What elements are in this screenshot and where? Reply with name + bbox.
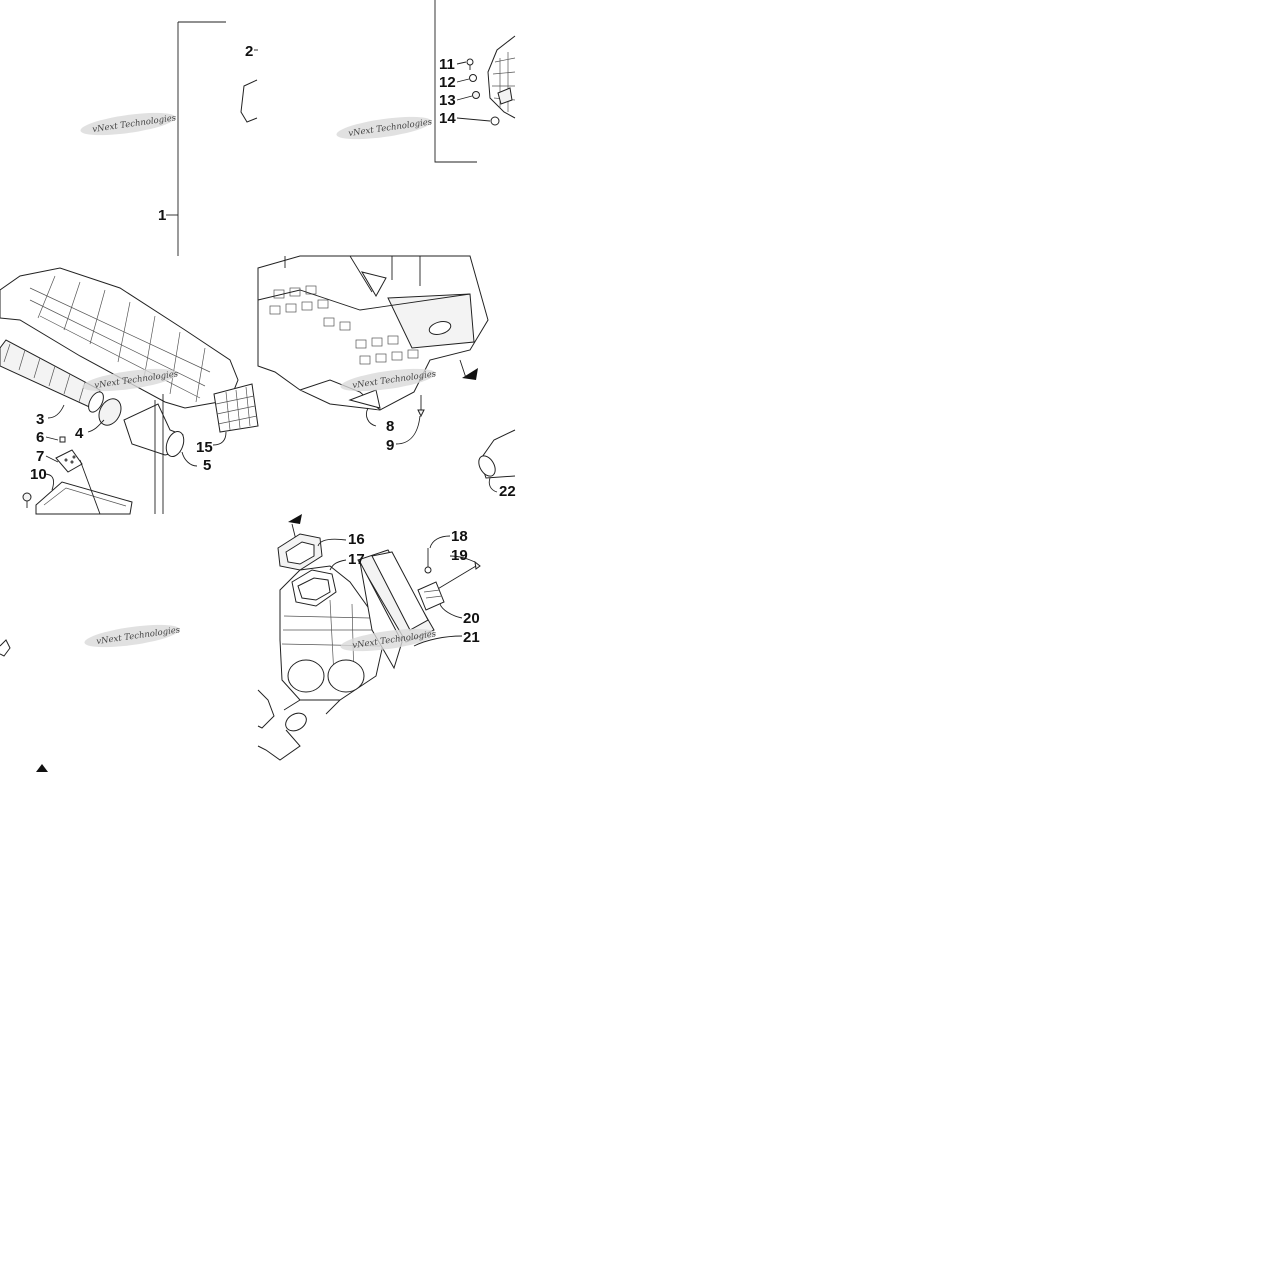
nut-14: [490, 116, 500, 126]
callout-18: 18: [451, 528, 468, 545]
clip-6: [59, 436, 66, 443]
callout-9: 9: [386, 437, 394, 454]
fastener-19: [474, 560, 481, 570]
callout-16: 16: [348, 531, 365, 548]
callout-10: 10: [30, 466, 47, 483]
callout-15: 15: [196, 439, 213, 456]
callout-6: 6: [36, 429, 44, 446]
callout-19: 19: [451, 547, 468, 564]
airbox-assembly: [257, 514, 481, 761]
fastener-18: [424, 548, 432, 574]
callout-labels: 1 2 3 4 5 6 7 8 9 10 11 12 13 14 15 16 1…: [30, 43, 516, 646]
callout-7: 7: [36, 448, 44, 465]
callout-22: 22: [499, 483, 516, 500]
callout-3: 3: [36, 411, 44, 428]
intake-assembly: [0, 267, 259, 515]
watermark: vNext Technologies: [84, 624, 181, 648]
bracket-7: [55, 449, 83, 473]
bottom-left-panel: [0, 639, 48, 772]
watermark: vNext Technologies: [80, 112, 177, 136]
washer-12: [469, 74, 477, 82]
callout-21: 21: [463, 629, 480, 646]
skid-plate-assembly: [257, 255, 516, 493]
top-panel: [166, 0, 516, 256]
bolt-10: [22, 492, 32, 508]
callout-12: 12: [439, 74, 456, 91]
callout-4: 4: [75, 425, 84, 442]
callout-5: 5: [203, 457, 211, 474]
callout-8: 8: [386, 418, 394, 435]
callout-20: 20: [463, 610, 480, 627]
callout-11: 11: [439, 56, 455, 73]
callout-2: 2: [245, 43, 253, 60]
callout-17: 17: [348, 551, 365, 568]
bracket-20: [417, 581, 445, 611]
clamp-4: [98, 398, 122, 426]
callout-14: 14: [439, 110, 456, 127]
callout-13: 13: [439, 92, 456, 109]
fastener-9: [417, 409, 425, 418]
fastener-11: [466, 58, 474, 70]
washer-13: [472, 91, 480, 99]
watermark: vNext Technologies: [336, 116, 433, 140]
callout-1: 1: [158, 207, 166, 224]
